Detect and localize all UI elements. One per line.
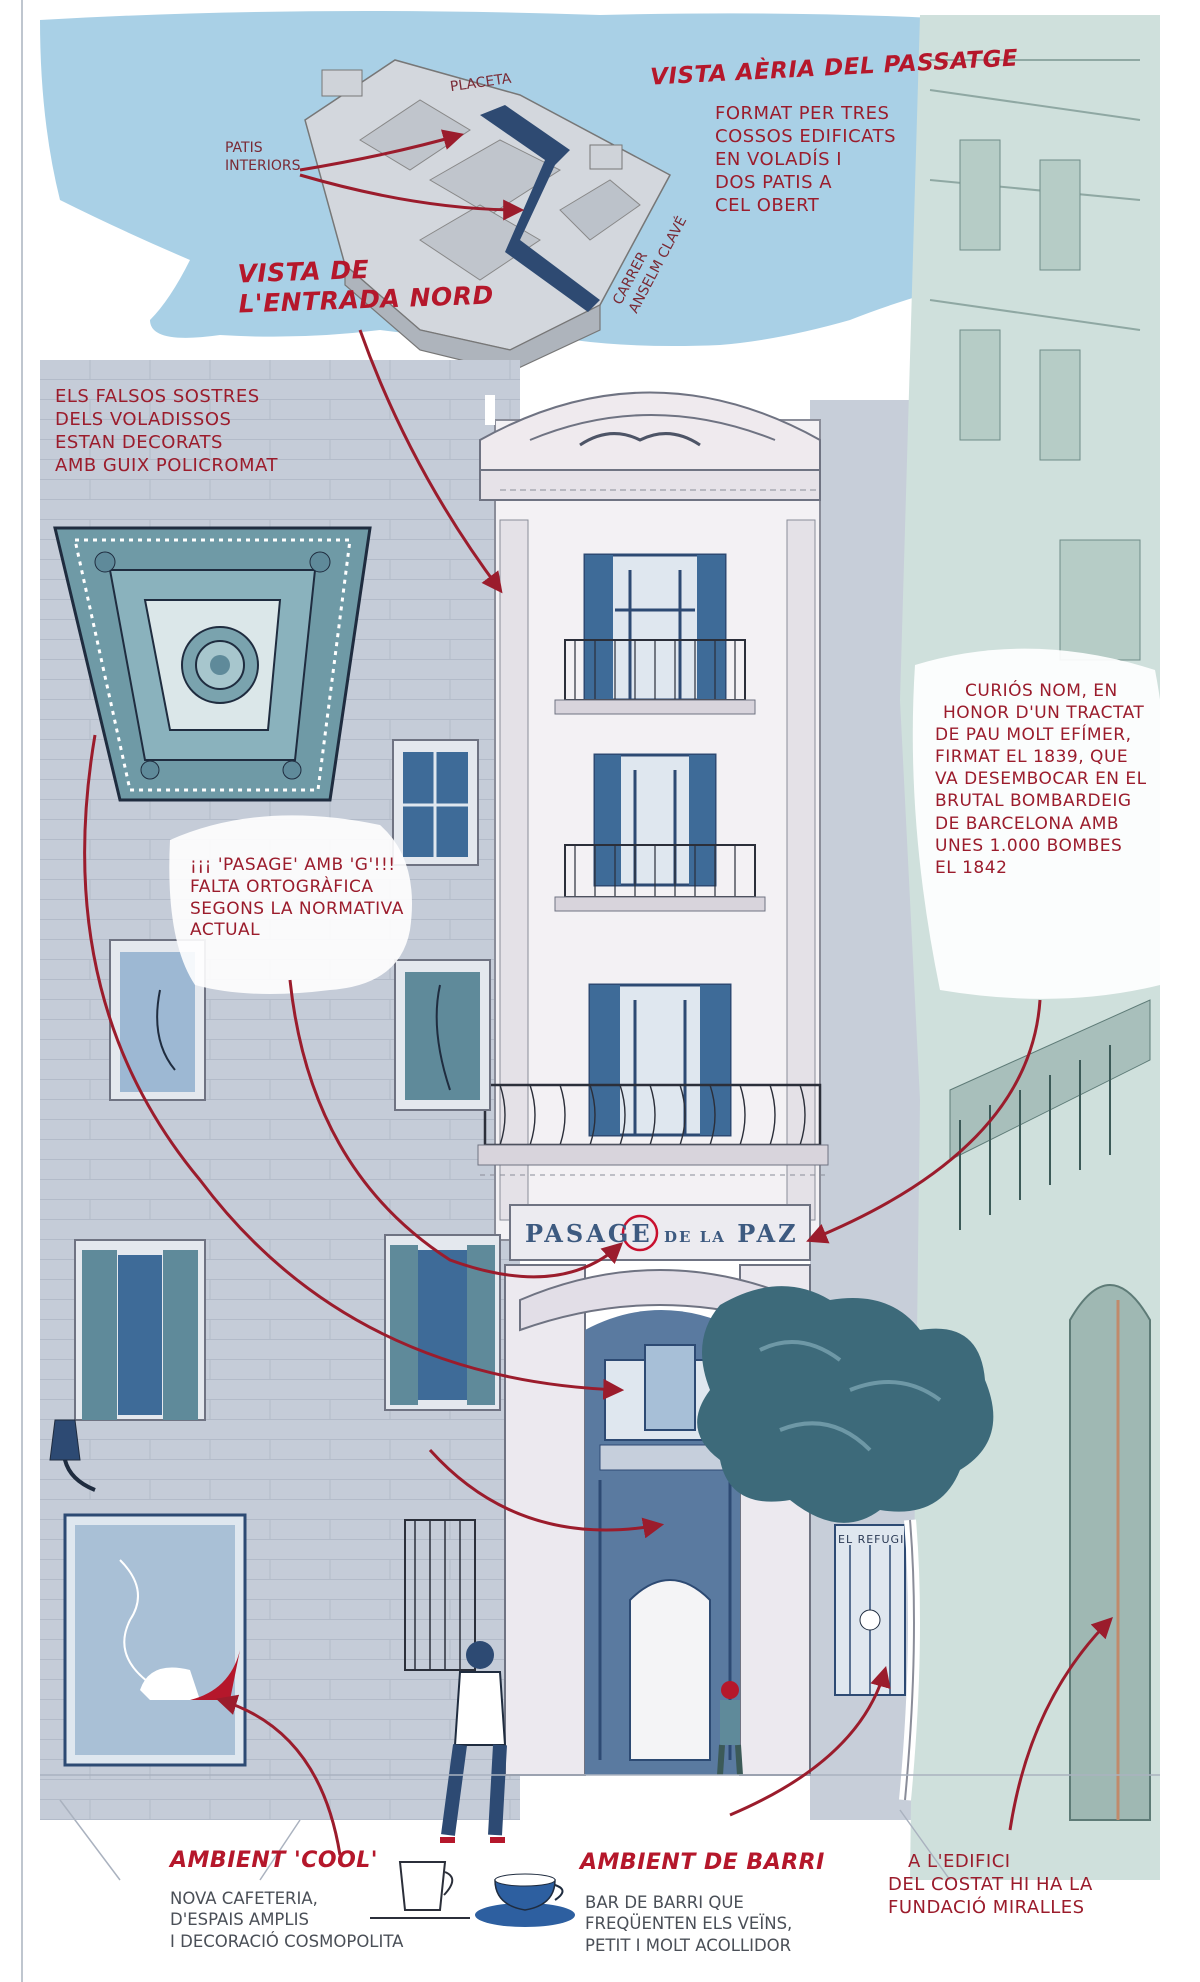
tree-illustration: [697, 1286, 994, 1801]
aerial-block: [304, 59, 672, 373]
cool-line: D'ESPAIS AMPLIS: [170, 1910, 309, 1930]
cafe-window: [63, 1513, 247, 1767]
ceilings-text: ELS FALSOS SOSTRES DELS VOLADISSOS ESTAN…: [55, 385, 278, 477]
sign-word-de-la: DE LA: [664, 1228, 726, 1246]
spelling-line: SEGONS LA NORMATIVA: [190, 898, 404, 919]
aerial-line: FORMAT PER TRES: [715, 103, 890, 124]
aerial-line: DOS PATIS A: [715, 172, 833, 194]
spelling-line: ACTUAL: [190, 920, 261, 941]
cool-line: NOVA CAFETERIA,: [170, 1889, 318, 1908]
balcony-2: [554, 753, 766, 912]
barman-figure: [717, 1681, 743, 1776]
aerial-line: COSSOS EDIFICATS: [715, 126, 897, 148]
ceilings-line: ESTAN DECORATS: [55, 432, 223, 454]
sign-word-paz: PAZ: [737, 1219, 799, 1248]
miralles-line: A L'EDIFICI: [908, 1851, 1011, 1872]
barri-title-text: AMBIENT DE BARRI: [580, 1850, 825, 1875]
label-patis-line: INTERIORS: [225, 157, 301, 174]
name-origin-line: VA DESEMBOCAR EN EL: [935, 769, 1147, 790]
aerial-line: CEL OBERT: [715, 195, 820, 217]
coffee-cup-saucer-icon: [475, 1873, 575, 1927]
cool-title: AMBIENT 'COOL': [170, 1848, 378, 1874]
name-origin-line: EL 1842: [935, 857, 1008, 878]
pedestrian-figure: [440, 1641, 507, 1843]
spelling-bubble: [169, 815, 412, 994]
name-origin-line: FIRMAT EL 1839, QUE: [935, 747, 1129, 768]
aerial-text: FORMAT PER TRES COSSOS EDIFICATS EN VOLA…: [715, 102, 896, 217]
cool-title-text: AMBIENT 'COOL': [170, 1848, 379, 1873]
name-origin-line: DE BARCELONA AMB: [935, 813, 1120, 834]
north-entrance-title: VISTA DE L'ENTRADA NORD: [237, 251, 494, 320]
spelling-line: FALTA ORTOGRÀFICA: [190, 876, 374, 897]
ceilings-line: ELS FALSOS SOSTRES: [55, 386, 260, 407]
cool-text: NOVA CAFETERIA, D'ESPAIS AMPLIS I DECORA…: [170, 1888, 403, 1952]
spelling-line: ¡¡¡ 'PASAGE' AMB 'G'!!!: [190, 855, 396, 875]
name-origin-line: BRUTAL BOMBARDEIG: [935, 791, 1132, 812]
left-windows: [74, 739, 501, 1671]
pasage-sign: [509, 1204, 811, 1261]
name-origin-line: HONOR D'UN TRACTAT: [943, 703, 1145, 724]
sign-word-pasage: PASAGE: [525, 1219, 653, 1248]
barri-title: AMBIENT DE BARRI: [580, 1850, 825, 1876]
label-patis-line: PATIS: [225, 140, 263, 156]
balcony-1: [554, 553, 756, 715]
miralles-line: FUNDACIÓ MIRALLES: [888, 1897, 1085, 1919]
spelling-circle: [621, 1214, 659, 1252]
pavement: [40, 1774, 1160, 1881]
annotation-arrows: [83, 129, 1113, 1856]
barri-text: BAR DE BARRI QUE FREQÜENTEN ELS VEÏNS, P…: [585, 1892, 792, 1956]
spelling-text: ¡¡¡ 'PASAGE' AMB 'G'!!! FALTA ORTOGRÀFIC…: [190, 855, 404, 942]
label-patis-interiors: PATIS INTERIORS: [225, 140, 301, 175]
barri-line: PETIT I MOLT ACOLLIDOR: [585, 1935, 792, 1955]
label-el-refugi: EL REFUGI: [838, 1533, 904, 1546]
ceilings-line: DELS VOLADISSOS: [55, 409, 232, 431]
aerial-line: EN VOLADÍS I: [715, 149, 843, 171]
miralles-line: DEL COSTAT HI HA LA: [888, 1874, 1093, 1896]
barri-line: BAR DE BARRI QUE: [585, 1893, 744, 1912]
pasage-sign-text: PASAGE DE LA PAZ: [525, 1219, 799, 1248]
ceiling-panel: [53, 526, 372, 802]
name-origin-text: CURIÓS NOM, EN HONOR D'UN TRACTAT DE PAU…: [935, 680, 1147, 879]
balcony-3: [477, 983, 829, 1176]
street-lamp-icon: [49, 1419, 96, 1492]
name-bubble: [912, 648, 1169, 999]
ceilings-line: AMB GUIX POLICROMAT: [55, 455, 278, 477]
miralles-text: A L'EDIFICI DEL COSTAT HI HA LA FUNDACIÓ…: [888, 1850, 1093, 1919]
bar-front: [834, 1524, 906, 1696]
name-origin-line: CURIÓS NOM, EN: [965, 681, 1118, 701]
name-origin-line: UNES 1.000 BOMBES: [935, 835, 1123, 856]
coffee-cup-icon: [370, 1861, 470, 1919]
barri-line: FREQÜENTEN ELS VEÏNS,: [585, 1914, 793, 1934]
name-origin-line: DE PAU MOLT EFÍMER,: [935, 725, 1132, 746]
cool-line: I DECORACIÓ COSMOPOLITA: [170, 1931, 404, 1951]
label-el-refugi-text: EL REFUGI: [838, 1533, 905, 1546]
